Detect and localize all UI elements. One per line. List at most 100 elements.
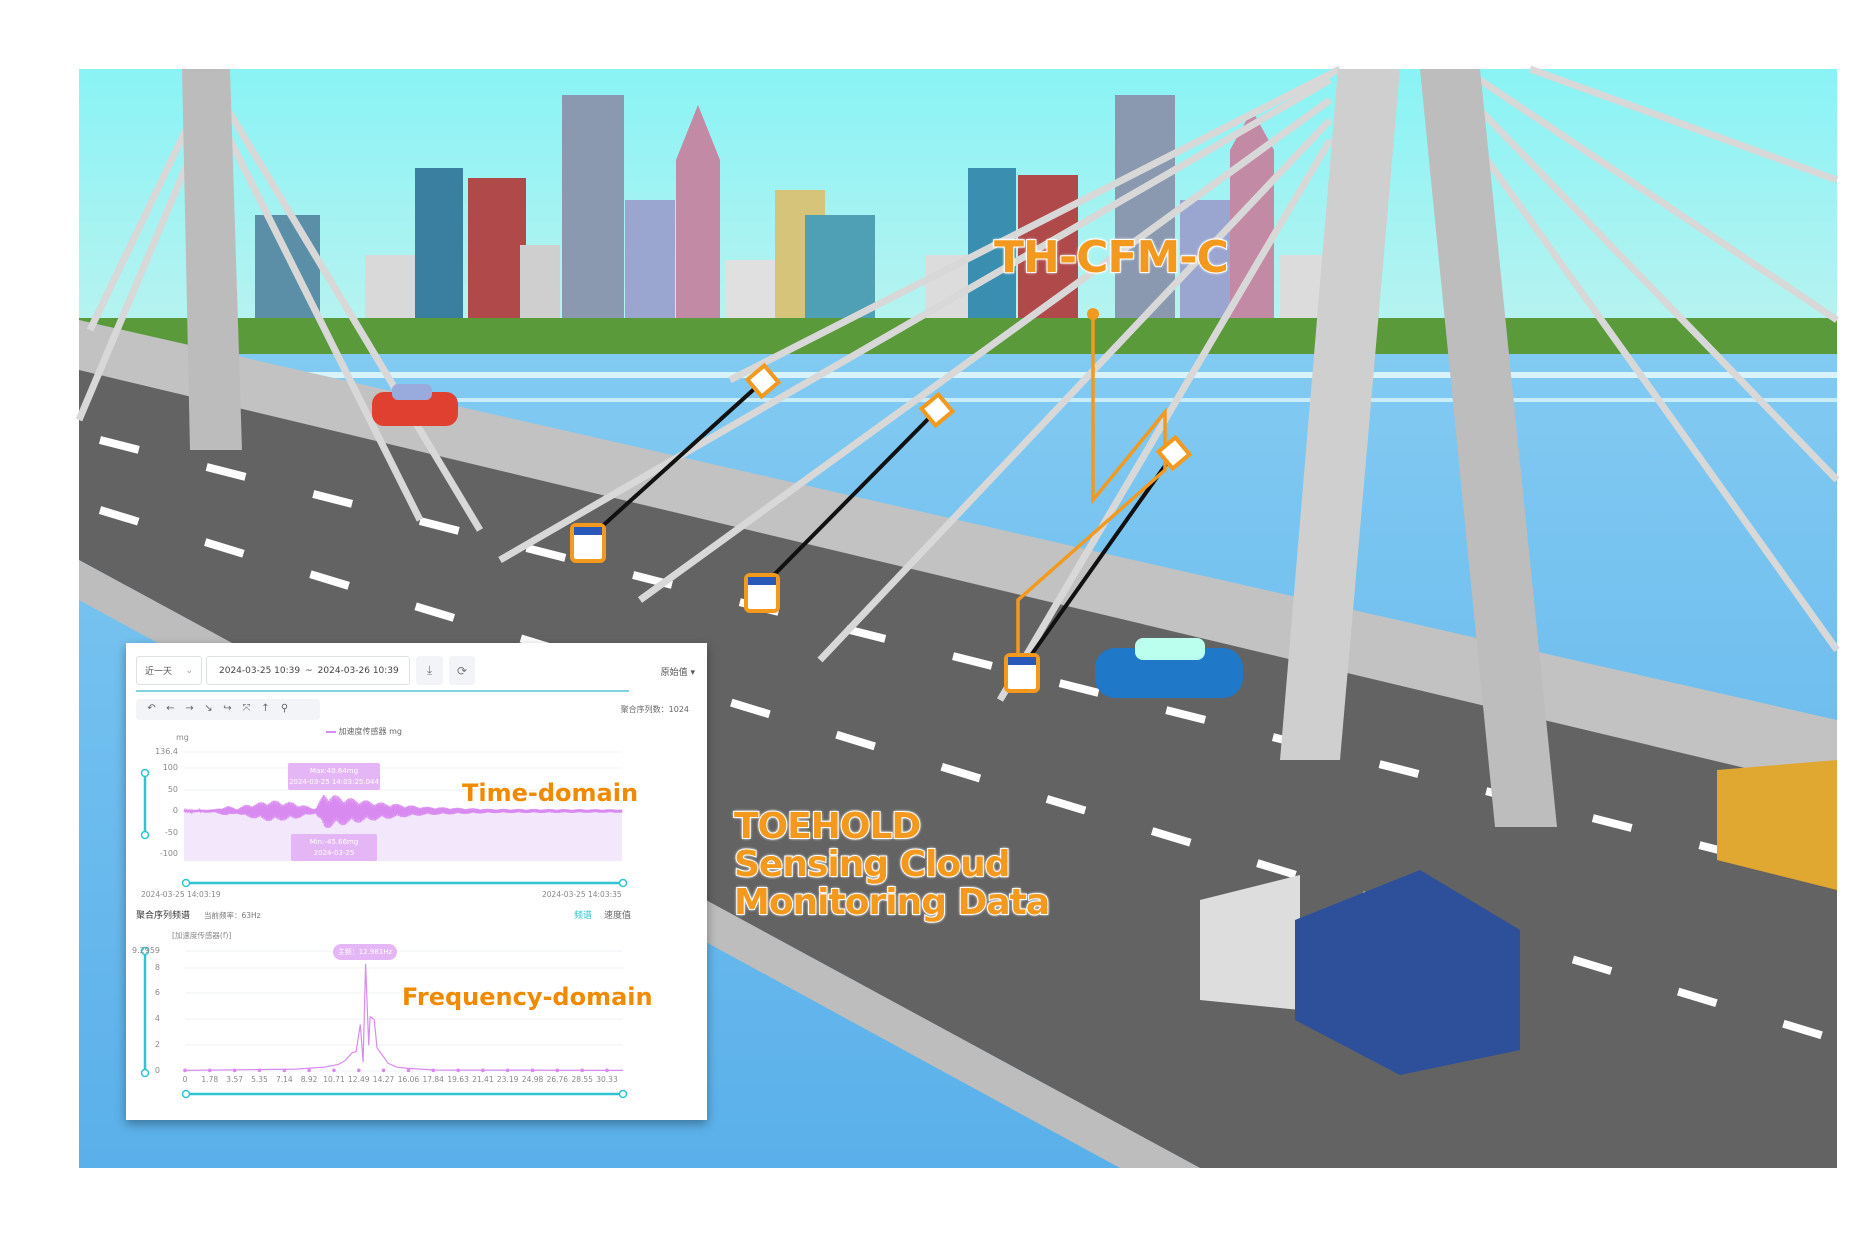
x-tick-label: 14.27 (372, 1075, 395, 1084)
spectrum-series-label: [加速度传感器(f)] (172, 931, 232, 940)
x-tick-label: 28.55 (571, 1075, 593, 1084)
chart-toolbar: ↶ ← → ↘ ↪ ⤧ ↑ ⚲ (136, 699, 320, 720)
data-point (406, 1068, 411, 1073)
date-range-picker[interactable]: 2024-03-25 10:39~2024-03-26 10:39 (206, 656, 410, 685)
legend-label: 加速度传感器 mg (338, 727, 402, 736)
time-y-slider-handle[interactable] (140, 768, 150, 778)
freq-range-slider-handle[interactable] (181, 1089, 191, 1099)
x-tick-label: 10.71 (323, 1075, 345, 1084)
x-tick-label: 26.76 (546, 1075, 569, 1084)
tab-velocity[interactable]: 速度值 (604, 911, 632, 921)
x-tick-label: 1.78 (201, 1075, 219, 1084)
x-tick-label: 17.84 (422, 1075, 444, 1084)
y-tick-label: 2 (154, 1040, 160, 1049)
current-frequency: 当前频率：63Hz (204, 911, 261, 920)
refresh-button[interactable]: ⟳ (449, 656, 475, 685)
x-tick-label: 16.06 (397, 1075, 420, 1084)
arrow-left-icon[interactable]: ← (166, 703, 175, 714)
data-point (307, 1068, 311, 1073)
value-mode-label: 原始值 (660, 668, 688, 678)
monitoring-panel: 近一天 ⌄ 2024-03-25 10:39~2024-03-26 10:39 ⤓… (126, 643, 707, 1120)
platform-label-line: Monitoring Data (733, 882, 1051, 923)
curve-down-icon[interactable]: ↘ (204, 703, 213, 714)
freq-y-slider-handle[interactable] (140, 1068, 150, 1078)
riverbank (79, 318, 1837, 354)
time-range-slider-handle[interactable] (618, 878, 628, 888)
arrow-right-icon[interactable]: → (185, 703, 194, 714)
freq-y-slider-handle[interactable] (140, 946, 150, 956)
chart-legend[interactable]: 加速度传感器 mg (326, 726, 402, 737)
lane-markings (98, 436, 1839, 1044)
y-tick-label: 100 (162, 763, 178, 772)
x-tick-label: 3.57 (226, 1075, 244, 1084)
blue-truck (1200, 870, 1520, 1075)
area-fill (184, 811, 622, 861)
date-start: 2024-03-25 10:39 (219, 665, 301, 676)
x-tick-label: 24.98 (521, 1075, 544, 1084)
sensor-model-label: TH-CFM-C (993, 231, 1230, 284)
spectrum-line (184, 963, 624, 1071)
data-point (332, 1068, 336, 1073)
x-tick-label: 21.41 (472, 1075, 494, 1084)
zoom-icon[interactable]: ⚲ (280, 703, 289, 714)
download-button[interactable]: ⤓ (416, 656, 443, 685)
platform-label: TOEHOLD Sensing Cloud Monitoring Data (733, 806, 1051, 923)
chevron-down-icon: ⌄ (185, 665, 193, 676)
divider (136, 690, 629, 692)
spectrum-title: 聚合序列频谱 (136, 911, 191, 921)
fullscreen-icon[interactable]: ⤧ (242, 703, 251, 714)
platform-label-line: Sensing Cloud (733, 844, 1012, 885)
range-start: 2024-03-25 14:03:19 (141, 890, 221, 899)
y-tick-label: 4 (154, 1014, 160, 1023)
right-pylon-left-leg (1280, 69, 1400, 760)
x-tick-label: 5.35 (251, 1075, 268, 1084)
sequence-count: 聚合序列数：1024 (620, 705, 689, 714)
x-tick-label: 0 (182, 1075, 188, 1084)
max-time: 2024-03-25 14:03:25.044 (289, 778, 379, 786)
curve-up-icon[interactable]: ↪ (223, 703, 232, 714)
x-tick-label: 8.92 (300, 1075, 318, 1084)
platform-label-line: TOEHOLD (733, 806, 922, 847)
charts-svg (140, 751, 628, 1099)
x-tick-label: 12.49 (348, 1075, 370, 1084)
y-tick-label: -50 (164, 828, 178, 837)
y-tick-label: -100 (159, 849, 178, 858)
y-unit: mg (176, 733, 189, 742)
time-series-line (183, 794, 623, 829)
red-car (372, 384, 458, 426)
arrow-up-icon[interactable]: ↑ (261, 703, 270, 714)
x-tick-label: 30.33 (596, 1075, 618, 1084)
cable-clamps (744, 362, 1193, 472)
refresh-icon: ⟳ (456, 663, 468, 678)
y-tick-label: 136.4 (155, 747, 178, 756)
x-tick-label: 19.63 (447, 1075, 469, 1084)
min-label: Min:-45.66mg (309, 838, 359, 846)
undo-icon[interactable]: ↶ (147, 703, 156, 714)
frequency-domain-label: Frequency-domain (402, 983, 653, 1011)
date-end: 2024-03-26 10:39 (317, 665, 399, 676)
tab-spectrum[interactable]: 频谱 (574, 911, 593, 921)
value-mode-dropdown[interactable]: 原始值 ▾ (660, 668, 695, 678)
range-select[interactable]: 近一天 ⌄ (136, 656, 202, 685)
range-select-value: 近一天 (145, 667, 173, 677)
callout-line (1016, 315, 1167, 660)
time-range-slider-handle[interactable] (181, 878, 191, 888)
y-tick-label: 6 (154, 988, 160, 997)
blue-car (1095, 638, 1243, 698)
yellow-truck (1717, 760, 1837, 890)
peak-tooltip: 主频：12.981Hz (333, 944, 397, 960)
y-tick-label: 9.2959 (132, 946, 160, 955)
download-icon: ⤓ (426, 663, 433, 677)
min-time: 2024-03-25 14:03:25.156 (310, 849, 358, 868)
y-tick-label: 8 (154, 963, 160, 972)
y-tick-label: 0 (154, 1066, 160, 1075)
sensor-nodes (570, 523, 1040, 693)
sidewalk (79, 320, 1837, 790)
right-pylon-right-leg (1420, 69, 1557, 827)
range-end: 2024-03-25 14:03:35 (542, 890, 622, 899)
min-tooltip: Min:-45.66mg 2024-03-25 14:03:25.156 (291, 834, 377, 868)
x-tick-label: 23.19 (496, 1075, 519, 1084)
time-y-slider-handle[interactable] (140, 830, 150, 840)
freq-range-slider-handle[interactable] (618, 1089, 628, 1099)
